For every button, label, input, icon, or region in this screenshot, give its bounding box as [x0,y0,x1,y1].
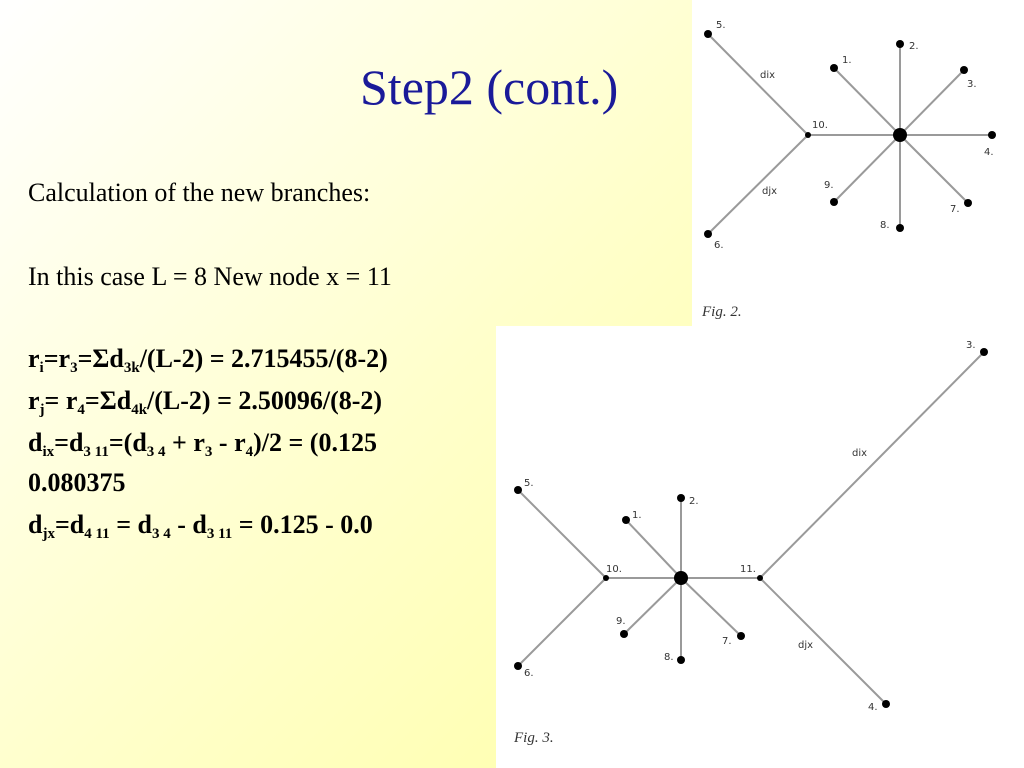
figure-3: 1. 2. 3. 4. 5. 6. 7. 8. 9. 10. 11. dix d… [496,326,1024,768]
formula-rj: rj= r4=Σd4k/(L-2) = 2.50096/(8-2) [28,386,383,418]
fig2-node-10 [805,132,811,138]
fig2-edge-hub-9 [833,134,901,203]
fig2-label-1: 1. [842,55,852,66]
fig3-label-1: 1. [632,510,642,521]
fig3-edge-hub-9 [623,577,682,635]
fig3-node-1 [622,516,630,524]
fig3-node-7 [737,632,745,640]
fig2-edge-hub-7 [899,134,969,204]
fig2-label-4: 4. [984,147,994,158]
fig3-node-11 [757,575,763,581]
fig2-edge-hub-1 [833,67,901,136]
fig3-tree: 1. 2. 3. 4. 5. 6. 7. 8. 9. 10. 11. dix d… [513,340,988,746]
fig3-node-5 [514,486,522,494]
fig3-edge-5-10 [517,489,607,579]
fig3-label-5: 5. [524,478,534,489]
fig3-node-9 [620,630,628,638]
fig2-label-6: 6. [714,240,724,251]
fig2-caption: Fig. 2. [701,304,742,320]
fig3-label-7: 7. [722,636,732,647]
fig2-label-2: 2. [909,41,919,52]
figure-2: 1. 2. 3. 4. 5. 6. 7. 8. 9. 10. dix djx F… [692,0,1024,326]
fig3-node-2 [677,494,685,502]
fig2-node-4 [988,131,996,139]
fig2-node-6 [704,230,712,238]
fig3-label-3: 3. [966,340,976,351]
fig3-edge-6-10 [517,577,607,667]
fig2-node-2 [896,40,904,48]
fig2-label-5: 5. [716,20,726,31]
fig3-node-8 [677,656,685,664]
fig2-tree: 1. 2. 3. 4. 5. 6. 7. 8. 9. 10. dix djx F… [701,20,996,320]
fig3-label-6: 6. [524,668,534,679]
fig2-edge-5-10 [707,33,809,136]
fig2-edge-hub-3 [899,69,965,136]
fig2-edge-6-10 [707,134,809,235]
fig3-edge-hub-7 [680,577,742,637]
fig3-node-4 [882,700,890,708]
fig3-label-9: 9. [616,616,626,627]
intro-text: Calculation of the new branches: [28,178,371,207]
fig2-hub [893,128,907,142]
fig2-node-5 [704,30,712,38]
fig2-node-7 [964,199,972,207]
fig3-label-2: 2. [689,496,699,507]
fig2-edge-label-djx: djx [762,186,777,197]
formula-dix-result: 0.080375 [28,468,126,497]
fig2-node-3 [960,66,968,74]
fig3-edge-label-djx: djx [798,640,813,651]
fig2-node-8 [896,224,904,232]
fig3-caption: Fig. 3. [513,730,554,746]
fig3-node-3 [980,348,988,356]
fig3-edge-label-dix: dix [852,448,867,459]
fig2-label-7: 7. [950,204,960,215]
fig2-node-1 [830,64,838,72]
formula-djx: djx=d4 11 = d3 4 - d3 11 = 0.125 - 0.0 [28,510,373,542]
fig2-label-9: 9. [824,180,834,191]
formula-dix: dix=d3 11=(d3 4 + r3 - r4)/2 = (0.125 [28,428,377,460]
fig3-node-10 [603,575,609,581]
slide-title: Step2 (cont.) [360,59,619,115]
fig3-hub [674,571,688,585]
fig2-label-10: 10. [812,120,828,131]
fig3-label-4: 4. [868,702,878,713]
case-text: In this case L = 8 New node x = 11 [28,262,392,291]
fig2-node-9 [830,198,838,206]
fig2-edge-label-dix: dix [760,70,775,81]
fig3-edge-11-3 [759,351,985,579]
fig3-node-6 [514,662,522,670]
fig2-label-3: 3. [967,79,977,90]
formula-ri: ri=r3=Σd3k/(L-2) = 2.715455/(8-2) [28,344,388,376]
fig3-edge-11-4 [759,577,887,705]
fig2-label-8: 8. [880,220,890,231]
fig3-label-10: 10. [606,564,622,575]
fig3-label-11: 11. [740,564,756,575]
fig3-edge-hub-1 [625,519,682,579]
fig3-label-8: 8. [664,652,674,663]
